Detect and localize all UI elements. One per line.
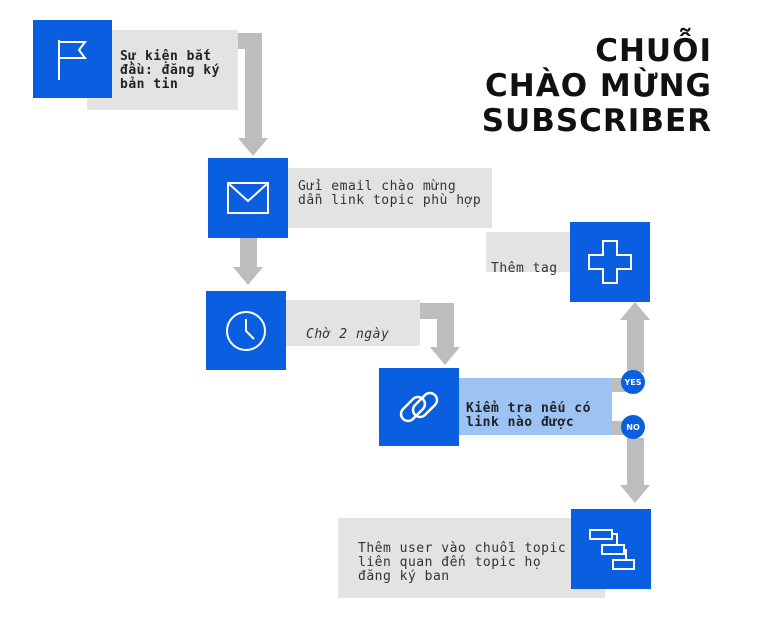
plus-icon xyxy=(588,240,632,284)
flag-icon xyxy=(57,40,87,80)
title-line: SUBSCRIBER xyxy=(481,103,712,139)
wait-label-box xyxy=(286,300,420,346)
connector xyxy=(627,438,644,488)
email-label-box xyxy=(288,168,492,228)
flowchart-icon xyxy=(589,529,635,570)
email-label: Gửi email chào mừng dẫn link topic phù h… xyxy=(298,179,482,208)
start-node[interactable] xyxy=(33,20,112,98)
diagram-title: CHUỖI CHÀO MỪNG SUBSCRIBER xyxy=(482,34,712,139)
wait-label: Chờ 2 ngày xyxy=(306,327,390,342)
arrow-down xyxy=(430,347,460,365)
arrow-down xyxy=(233,267,263,285)
check-label-box xyxy=(459,378,612,435)
envelope-icon xyxy=(227,182,269,214)
sequence-label: Thêm user vào chuỗi topic liên quan đến … xyxy=(358,541,567,584)
tag-node[interactable] xyxy=(570,222,650,302)
arrow-up xyxy=(620,302,650,320)
sequence-label-box: Thêm user vào chuỗi topic liên quan đến … xyxy=(338,518,605,598)
title-line: CHÀO MỪNG xyxy=(485,68,712,104)
arrow-down xyxy=(620,485,650,503)
connector xyxy=(437,303,454,349)
link-icon xyxy=(399,391,439,423)
connector xyxy=(627,318,644,373)
email-node[interactable] xyxy=(208,158,288,238)
clock-icon xyxy=(226,310,266,351)
no-badge: NO xyxy=(621,415,645,439)
check-node[interactable] xyxy=(379,368,459,446)
tag-label-box xyxy=(486,232,570,272)
check-label: Kiểm tra nếu có link nào được xyxy=(466,401,591,430)
connector xyxy=(245,33,262,141)
wait-node[interactable] xyxy=(206,291,286,370)
start-label: Sự kiện bắt đầu: đăng ký bản tin xyxy=(120,49,220,92)
connector xyxy=(240,238,257,270)
title-line: CHUỖI xyxy=(595,33,712,69)
yes-badge: YES xyxy=(621,370,645,394)
tag-label: Thêm tag xyxy=(491,261,558,276)
arrow-down xyxy=(238,138,268,156)
sequence-node[interactable] xyxy=(571,509,651,589)
start-label-box xyxy=(87,30,238,110)
